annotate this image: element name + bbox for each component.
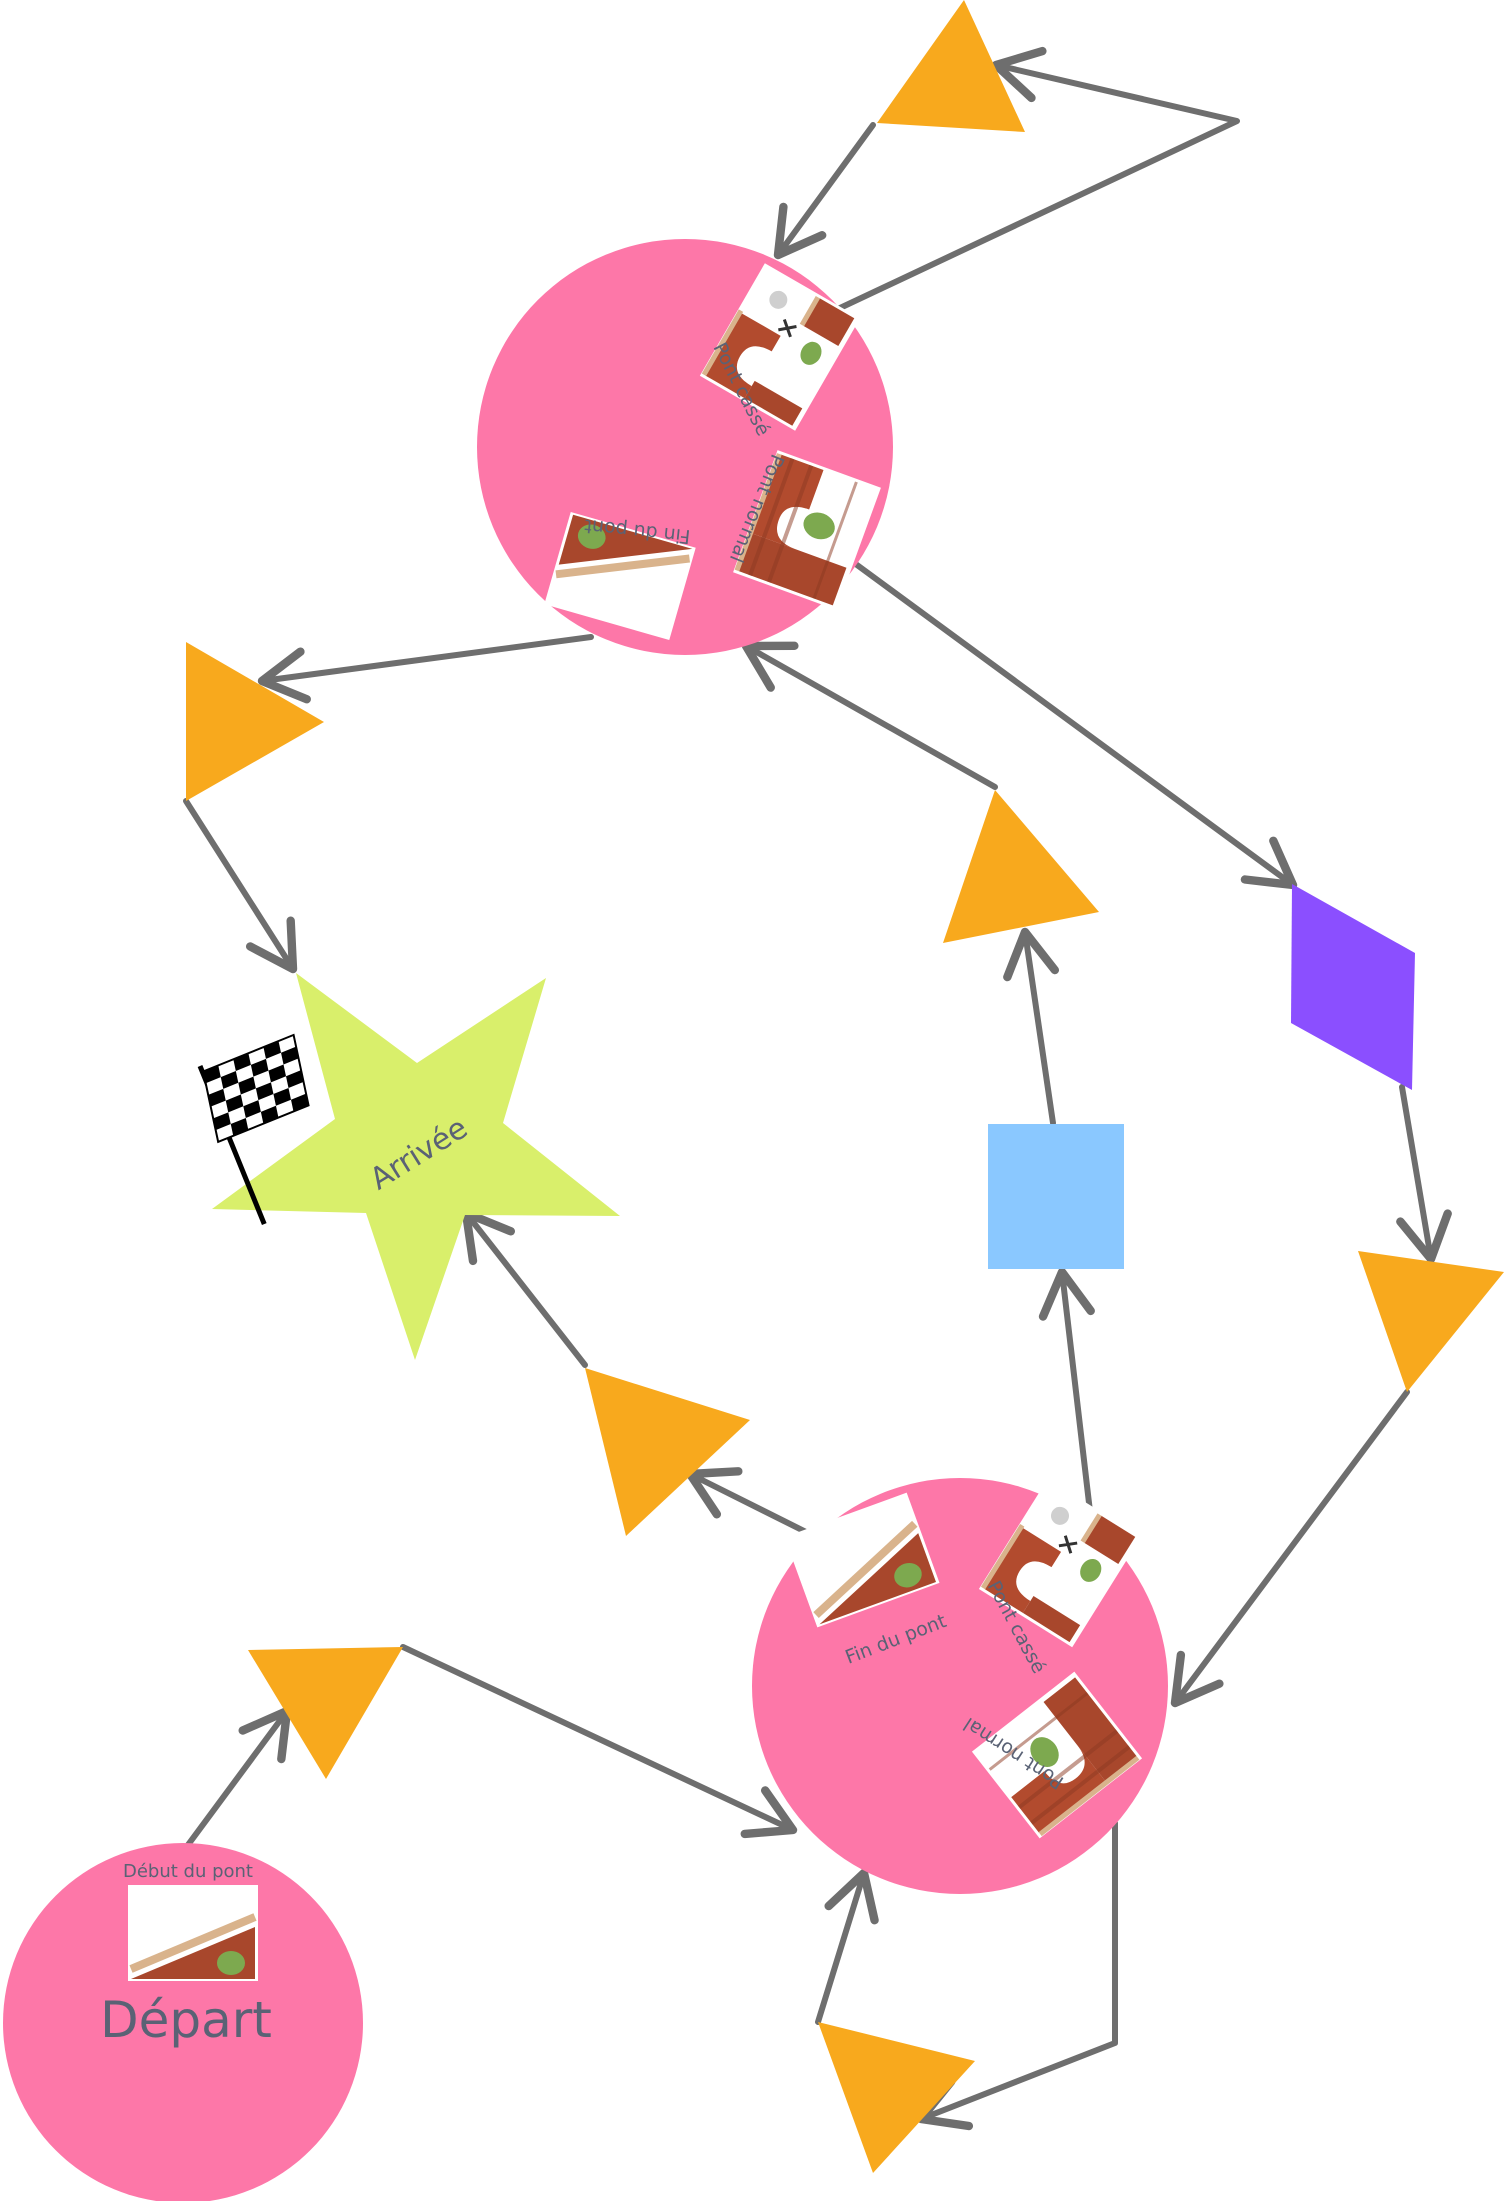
arrow-hub-bottom-to-triangle-low xyxy=(916,1820,1118,2131)
arrow-triangle-top-to-hub-top xyxy=(773,122,876,260)
arrow-triangle-to-hub-bottom xyxy=(400,1644,798,1839)
triangle-start xyxy=(248,1647,403,1779)
arrow-hub-top-to-diamond xyxy=(835,548,1298,890)
arrow-triangle-low-to-hub-bottom xyxy=(815,1868,879,2025)
arrow-diamond-to-triangle-right xyxy=(1396,1084,1452,1264)
arrow-hub-bottom-to-square xyxy=(1038,1267,1095,1523)
arrow-triangle-upper-left-to-star xyxy=(183,798,298,974)
triangle-right xyxy=(1358,1251,1504,1392)
checkered-flag-icon xyxy=(197,1033,310,1226)
triangle-left xyxy=(585,1368,750,1536)
finish-star xyxy=(212,973,620,1360)
start-circle xyxy=(3,1843,363,2201)
diamond-node xyxy=(1291,884,1415,1090)
arrow-triangle-right-to-hub-bottom xyxy=(1170,1389,1410,1708)
triangle-upper-left xyxy=(186,642,324,801)
triangle-bottom xyxy=(818,2022,975,2173)
arrow-square-to-triangle-mid xyxy=(1003,927,1060,1126)
square-node xyxy=(988,1124,1124,1269)
arrow-triangle-left-to-star xyxy=(461,1208,588,1368)
arrow-hub-top-to-triangle-upper-left xyxy=(257,634,594,704)
arrow-triangle-mid-to-hub-top xyxy=(741,641,998,790)
start-label: Départ xyxy=(100,1991,272,2049)
triangle-mid xyxy=(943,790,1099,943)
bridge-picture-icon xyxy=(128,1885,258,1981)
arrow-start-to-triangle xyxy=(179,1706,292,1856)
start-card-label: Début du pont xyxy=(123,1861,253,1882)
arrow-hub-top-to-triangle-top xyxy=(820,46,1240,319)
triangle-top xyxy=(877,0,1025,132)
